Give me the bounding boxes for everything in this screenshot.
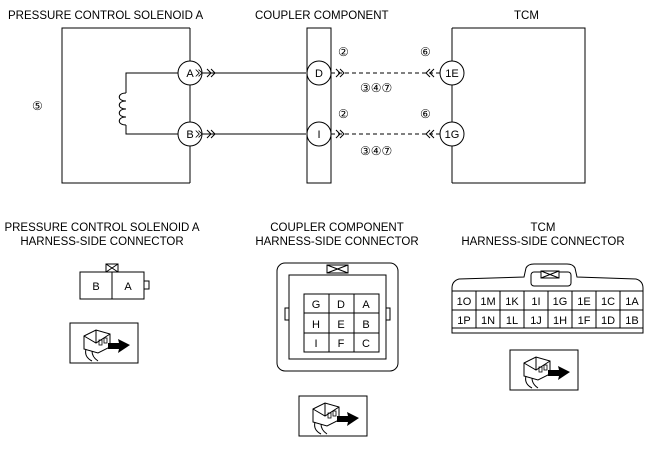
coupler-pin-i: I: [306, 121, 332, 147]
marker-2-bottom: ②: [338, 107, 349, 121]
tcm-cell: 1M: [480, 296, 495, 308]
solenoid-connector-pin-a: A: [124, 281, 132, 293]
tcm-cell: 1K: [505, 296, 519, 308]
tcm-cell: 1A: [625, 296, 639, 308]
svg-text:A: A: [186, 68, 194, 80]
tcm-cell: 1D: [601, 315, 615, 327]
coupler-cell: B: [362, 319, 369, 331]
harness-probe-icon: [69, 322, 139, 364]
svg-text:D: D: [315, 68, 323, 80]
svg-text:B: B: [186, 129, 193, 141]
coupler-cell: C: [362, 338, 370, 350]
svg-text:1E: 1E: [445, 68, 458, 80]
marker-2-top: ②: [338, 45, 349, 59]
tcm-cell: 1I: [531, 296, 540, 308]
solenoid-connector: B A: [79, 263, 150, 300]
tcm-cell: 1L: [506, 315, 518, 327]
coupler-cell: D: [337, 299, 345, 311]
tcm-cell: 1N: [481, 315, 495, 327]
coupler-cell: F: [338, 338, 345, 350]
coupler-connector-title-2: HARNESS-SIDE CONNECTOR: [255, 236, 418, 248]
tcm-connector-title-1: TCM: [531, 222, 556, 234]
coupler-cell: H: [312, 319, 320, 331]
solenoid-box: [61, 27, 191, 184]
tcm-cell: 1F: [578, 315, 591, 327]
coupler-connector: G D A H E B I F C: [276, 262, 399, 372]
coupler-bar: [306, 27, 332, 184]
coupler-connector-title-1: COUPLER COMPONENT: [270, 222, 404, 234]
svg-text:I: I: [317, 129, 320, 141]
tcm-pin-1e: 1E: [439, 60, 465, 86]
tcm-cell: 1G: [553, 296, 568, 308]
marker-5: ⑤: [32, 99, 43, 113]
solenoid-connector-title-1: PRESSURE CONTROL SOLENOID A: [4, 222, 199, 234]
coupler-cell: G: [312, 299, 321, 311]
tcm-cell: 1H: [553, 315, 567, 327]
tcm-pin-1g: 1G: [439, 121, 465, 147]
solenoid-pin-a: A: [177, 60, 203, 86]
tcm-connector-title-2: HARNESS-SIDE CONNECTOR: [461, 236, 624, 248]
solenoid-connector-title-2: HARNESS-SIDE CONNECTOR: [20, 236, 183, 248]
solenoid-title: PRESSURE CONTROL SOLENOID A: [8, 10, 203, 22]
coupler-cell: I: [314, 338, 317, 350]
tcm-cell: 1E: [577, 296, 590, 308]
tcm-cell: 1O: [457, 296, 472, 308]
solenoid-connector-pin-b: B: [92, 281, 99, 293]
tcm-cell: 1C: [601, 296, 615, 308]
tcm-cell: 1J: [530, 315, 542, 327]
marker-6-bottom: ⑥: [420, 107, 431, 121]
coupler-cell: A: [362, 299, 370, 311]
solenoid-pin-b: B: [177, 121, 203, 147]
tcm-box: [451, 27, 586, 184]
harness-probe-icon: [509, 349, 579, 391]
marker-347-bottom: ③④⑦: [360, 144, 392, 158]
tcm-connector: 1O 1M 1K 1I 1G 1E 1C 1A 1P 1N 1L 1J 1H 1…: [451, 263, 644, 334]
tcm-cell: 1B: [625, 315, 638, 327]
svg-text:1G: 1G: [445, 129, 460, 141]
harness-probe-icon: [298, 395, 368, 437]
coupler-cell: E: [337, 319, 344, 331]
solenoid-coil: [118, 72, 178, 135]
marker-6-top: ⑥: [420, 45, 431, 59]
coupler-pin-d: D: [306, 60, 332, 86]
marker-347-top: ③④⑦: [360, 81, 392, 95]
tcm-cell: 1P: [457, 315, 470, 327]
tcm-title: TCM: [514, 10, 539, 22]
coupler-title: COUPLER COMPONENT: [255, 10, 389, 22]
